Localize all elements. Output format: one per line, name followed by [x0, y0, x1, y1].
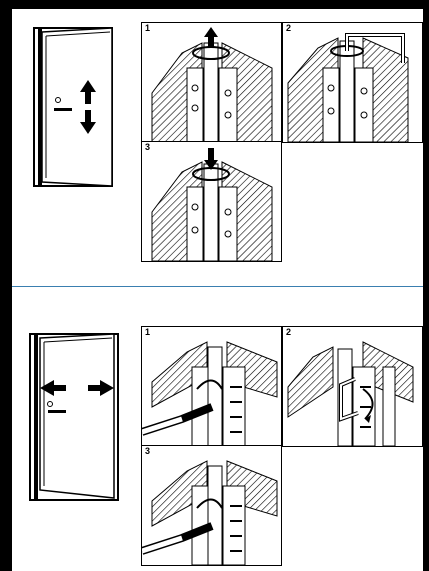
page-heading-cut: DOORS CT	[62, 0, 194, 12]
frame-left-border	[0, 9, 12, 571]
screwdriver-hinge-icon	[142, 327, 281, 446]
hinge-press-down-icon	[142, 142, 281, 261]
screwdriver-hinge-icon	[142, 446, 281, 565]
section-divider	[12, 286, 423, 287]
step-1-panel-bottom: 1	[141, 326, 282, 447]
step-2-panel-top: 2	[282, 22, 423, 143]
hex-key-hinge-icon	[283, 23, 422, 142]
step-2-panel-bottom: 2	[282, 326, 423, 447]
door-vertical-adjust-icon	[30, 22, 120, 192]
door-horizontal-adjust-icon	[24, 330, 124, 502]
step-3-panel-bottom: 3	[141, 445, 282, 566]
step-1-panel-top: 1	[141, 22, 282, 143]
step-3-panel-top: 3	[141, 141, 282, 262]
hex-key-rotate-icon	[283, 327, 422, 446]
hinge-lift-up-icon	[142, 23, 281, 142]
frame-right-border	[423, 9, 429, 571]
